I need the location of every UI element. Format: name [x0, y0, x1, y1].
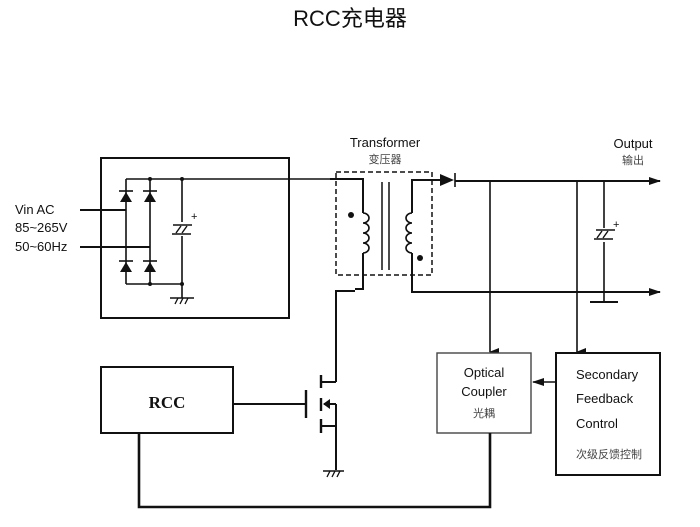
transformer-label-cn: 变压器 — [369, 152, 402, 166]
secondary-polarity-dot — [417, 255, 423, 261]
mosfet-icon — [233, 290, 355, 470]
primary-winding-icon — [362, 212, 370, 254]
ground-icon — [170, 297, 194, 305]
output-capacitor-icon: + — [590, 181, 619, 303]
output-diode-icon — [440, 173, 456, 187]
svg-text:+: + — [613, 219, 619, 231]
mosfet-ground-icon — [323, 470, 344, 478]
output-negative-line — [411, 253, 661, 296]
feedback-label-3: Control — [576, 416, 618, 431]
transformer: Transformer 变压器 — [330, 135, 661, 296]
optical-coupler-label-1: Optical — [464, 365, 505, 380]
feedback-label-1: Secondary — [576, 367, 639, 382]
secondary-winding-icon — [405, 212, 413, 254]
rectifier-frame — [100, 157, 290, 319]
rectifier-block: Vin AC 85~265V 50~60Hz — [15, 157, 330, 319]
bridge-diode-icon — [143, 190, 157, 202]
bridge-diode-icon — [143, 260, 157, 272]
optical-coupler-label-2: Coupler — [461, 384, 507, 399]
diagram-title: RCC充电器 — [293, 6, 407, 31]
optical-coupler-block: Optical Coupler 光耦 — [436, 352, 532, 434]
input-capacitor-icon: + — [170, 211, 197, 236]
secondary-feedback-block: Secondary Feedback Control 次级反馈控制 — [555, 352, 661, 476]
bridge-diode-icon — [119, 260, 133, 272]
feedback-label-2: Feedback — [576, 391, 634, 406]
transformer-dashed-outline — [335, 171, 433, 276]
bridge-diode-icon — [119, 190, 133, 202]
primary-polarity-dot — [348, 212, 354, 218]
rcc-label: RCC — [149, 393, 186, 412]
output-label-cn: 输出 — [622, 153, 644, 167]
capacitor-plus-sign: + — [191, 211, 197, 223]
feedback-return-line — [137, 433, 492, 509]
input-label-vin: Vin AC — [15, 202, 55, 217]
input-label-frequency: 50~60Hz — [15, 239, 67, 254]
input-label-voltage: 85~265V — [15, 220, 68, 235]
transformer-label: Transformer — [350, 135, 421, 150]
rcc-block: RCC — [100, 366, 234, 434]
output-label: Output — [613, 136, 652, 151]
feedback-label-cn: 次级反馈控制 — [576, 447, 642, 461]
optical-coupler-label-cn: 光耦 — [473, 406, 495, 420]
